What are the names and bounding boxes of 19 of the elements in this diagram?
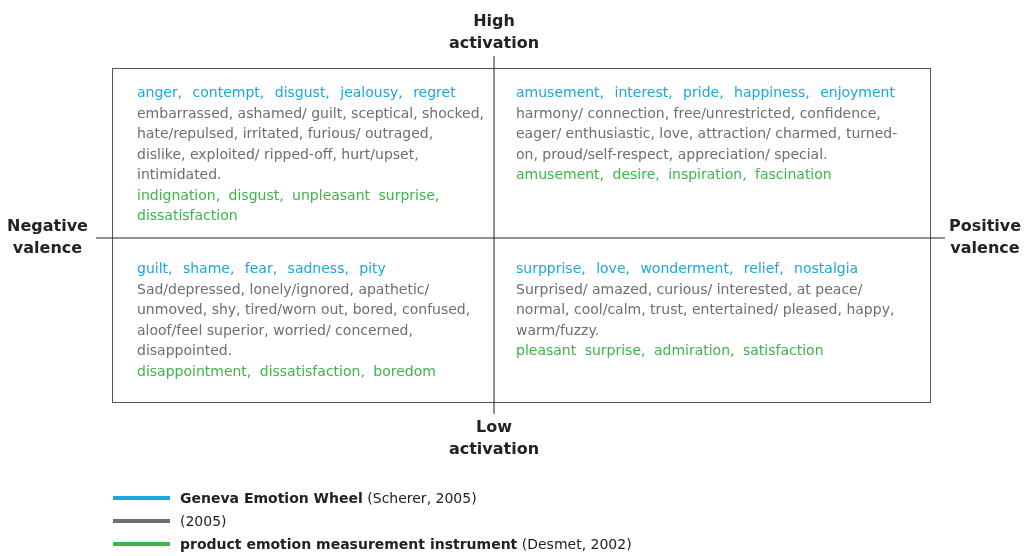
- axis-label: Positive valence: [947, 215, 1023, 259]
- emotion-term-list: disappointment, dissatisfaction, boredom: [137, 360, 482, 381]
- emotion-term-list: anger, contempt, disgust, jealousy, regret: [137, 82, 485, 103]
- legend-label: product emotion measurement instrument (Desmet, 2002): [180, 536, 632, 552]
- emotion-description: embarrassed, ashamed/ guilt, sceptical, shocked, hate/repulsed, irritated, furious/ outraged, dislike, exploited/ ripped-off, hurt/upset, intimidated.: [137, 103, 485, 184]
- emotion-description: harmony/ connection, free/unrestricted, confidence, eager/ enthusiastic, love, attraction/ charmed, turned-on, proud/self-respect, appreciation/ special.: [516, 103, 899, 164]
- emotion-term-list: indignation, disgust, unpleasant surprise, dissatisfaction: [137, 184, 485, 226]
- emotion-term-list: amusement, desire, inspiration, fascination: [516, 164, 916, 185]
- emotion-term-list: amusement, interest, pride, happiness, enjoyment: [516, 82, 916, 103]
- emotion-term-list: pleasant surprise, admiration, satisfaction: [516, 340, 911, 361]
- axis-label: High activation: [447, 10, 541, 54]
- legend-label: Geneva Emotion Wheel (Scherer, 2005): [180, 490, 477, 506]
- emotion-description: Sad/depressed, lonely/ignored, apathetic/ unmoved, shy, tired/worn out, bored, confused, aloof/feel superior, worried/ concerned, disappointed.: [137, 279, 472, 360]
- legend-label: (2005): [180, 513, 227, 529]
- axis-label: Low activation: [447, 416, 541, 460]
- emotion-description: Surprised/ amazed, curious/ interested, at peace/ normal, cool/calm, trust, entertained/ pleased, happy, warm/fuzzy.: [516, 279, 896, 340]
- axis-label: Negative valence: [6, 215, 89, 259]
- emotion-term-list: surpprise, love, wonderment, relief, nostalgia: [516, 258, 911, 279]
- emotion-term-list: guilt, shame, fear, sadness, pity: [137, 258, 482, 279]
